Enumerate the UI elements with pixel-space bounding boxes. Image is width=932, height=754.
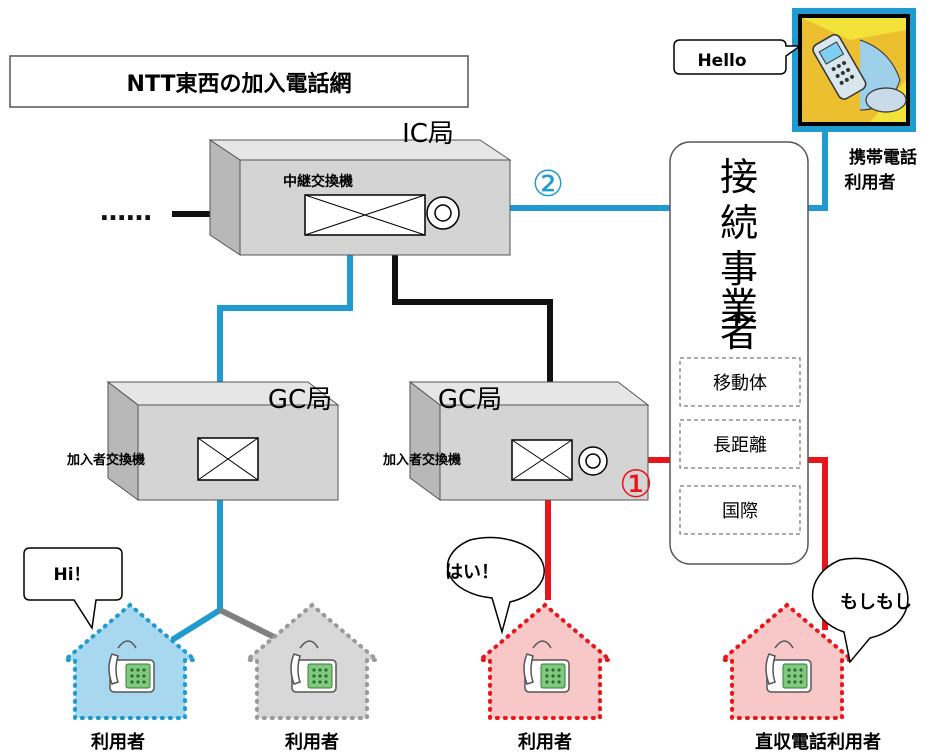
- service-box-international: [679, 485, 801, 535]
- hai-bubble-text: はい！: [445, 562, 499, 583]
- service-long-distance-label: 長距離: [713, 435, 767, 456]
- hai-bubble: [446, 536, 545, 635]
- user-house-1: [59, 602, 201, 720]
- user-2-label: 利用者: [285, 731, 339, 753]
- blue-line-carrier-to-mobile: [808, 122, 828, 211]
- route-1-marker: ①: [619, 462, 653, 506]
- mobile-user-label-1: 携帯電話: [849, 147, 917, 168]
- gc-right-switch-label: 加入者交換機: [382, 452, 461, 468]
- gc-right-port-icon: [578, 446, 608, 476]
- gc-left-switch-label: 加入者交換機: [66, 452, 145, 468]
- user-3-label: 利用者: [518, 731, 572, 753]
- carrier-char-5: 者: [720, 311, 758, 355]
- gc-right-switch-icon: [511, 439, 573, 481]
- user-1-label: 利用者: [91, 731, 145, 753]
- trunk-switch-label: 中継交換機: [283, 173, 353, 190]
- ic-port-icon: [426, 196, 460, 230]
- service-box-long-distance: [679, 419, 801, 469]
- trunk-continuation: ……: [100, 197, 152, 227]
- gc-left-switch-icon: [197, 437, 259, 481]
- hello-bubble: [673, 39, 803, 75]
- gc-left-office-box: [106, 380, 340, 501]
- blue-line-left-user: [170, 233, 353, 643]
- gc-left-label: GC局: [268, 385, 332, 415]
- hello-bubble-text: Hello: [697, 51, 746, 71]
- carrier-char-3: 事: [720, 247, 758, 291]
- title-box: [9, 55, 469, 108]
- gray-line-user2: [218, 607, 282, 643]
- service-international-label: 国際: [722, 501, 758, 522]
- service-box-mobile: [679, 357, 801, 407]
- ic-office-label: IC局: [402, 119, 454, 149]
- hi-bubble: [23, 547, 123, 631]
- trunk-switch-icon: [304, 194, 426, 236]
- page-title: NTT東西の加入電話網: [127, 71, 352, 97]
- carrier-char-4: 業: [720, 285, 758, 329]
- hi-bubble-text: Hi！: [53, 565, 90, 585]
- gc-right-label: GC局: [438, 385, 502, 415]
- user-house-3: [474, 602, 616, 720]
- mobile-user-icon: [792, 8, 916, 132]
- gc-right-office-box: [408, 380, 650, 501]
- moshimoshi-bubble-text: もしもし: [840, 592, 912, 613]
- user-4-label: 直収電話利用者: [755, 731, 881, 753]
- trunk-line-ic-to-gc-right: [392, 233, 553, 440]
- carrier-char-1: 接: [720, 155, 758, 199]
- carrier-char-2: 続: [720, 201, 758, 245]
- user-house-2: [241, 602, 383, 720]
- service-mobile-label: 移動体: [713, 373, 767, 394]
- route-2-marker: ②: [532, 164, 564, 205]
- moshimoshi-bubble: [811, 557, 909, 664]
- mobile-user-label-2: 利用者: [845, 172, 896, 193]
